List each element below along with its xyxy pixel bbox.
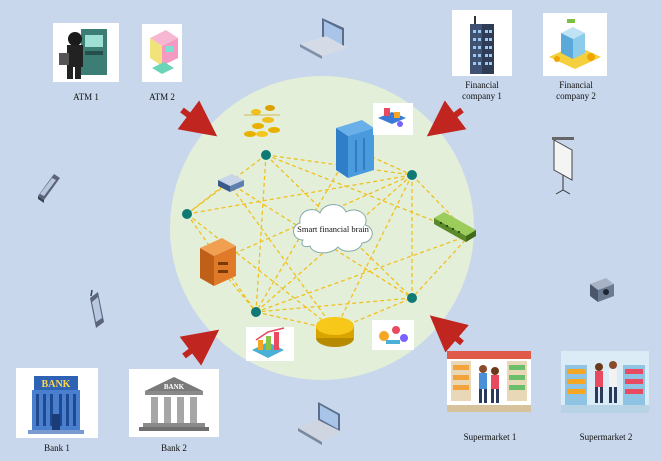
financial-company1-card bbox=[452, 10, 512, 76]
financial-company1-label-line2: company 1 bbox=[462, 91, 502, 101]
server-icon bbox=[336, 120, 374, 178]
inflow-arrows bbox=[177, 100, 469, 366]
arrow-from-bank bbox=[179, 329, 220, 366]
arrow-from-supermarket bbox=[429, 315, 469, 353]
chart-icon bbox=[252, 327, 285, 358]
atm1-card bbox=[53, 23, 119, 82]
cloud-icon bbox=[293, 204, 373, 254]
bank-columns-icon: BANK bbox=[139, 377, 209, 431]
bank1-sign: BANK bbox=[42, 379, 71, 390]
supermarket1-label: Supermarket 1 bbox=[463, 432, 517, 442]
coins-icon bbox=[244, 105, 280, 137]
office-building-icon bbox=[549, 19, 601, 69]
bank1-card: BANK bbox=[16, 368, 98, 438]
data-card bbox=[372, 320, 414, 350]
financial-company2-label-line2: company 2 bbox=[556, 91, 596, 101]
financial-company1-label-line1: Financial bbox=[465, 80, 499, 90]
network-nodes bbox=[182, 150, 417, 317]
financial-company1-label: Financial company 1 bbox=[446, 80, 518, 102]
desktop-computer-icon bbox=[300, 18, 348, 59]
bank2-card: BANK bbox=[129, 369, 219, 437]
bank1-label: Bank 1 bbox=[44, 443, 70, 453]
cell-phone-icon bbox=[90, 289, 104, 328]
projector-screen-icon bbox=[552, 137, 574, 195]
analytics-icon bbox=[378, 108, 406, 127]
supermarket2-card bbox=[561, 351, 649, 413]
router-icon bbox=[218, 174, 244, 192]
arrow-from-financial bbox=[426, 100, 467, 137]
bank2-label: Bank 2 bbox=[161, 443, 187, 453]
financial-company2-label: Financial company 2 bbox=[540, 80, 612, 102]
atm1-label: ATM 1 bbox=[73, 92, 99, 102]
mobile-phone-icon bbox=[38, 174, 60, 203]
financial-company2-card bbox=[543, 13, 607, 76]
bank2-sign: BANK bbox=[164, 383, 185, 391]
center-label: Smart financial brain bbox=[297, 224, 369, 234]
arrow-from-atm bbox=[177, 100, 218, 137]
financial-company2-label-line1: Financial bbox=[559, 80, 593, 90]
vending-icon bbox=[150, 30, 178, 74]
bank-building-icon: BANK bbox=[28, 376, 84, 434]
laptop-icon bbox=[298, 402, 342, 445]
store-shelves-icon bbox=[561, 351, 649, 413]
atm2-label: ATM 2 bbox=[149, 92, 175, 102]
switch-icon bbox=[434, 212, 476, 242]
supermarket1-card bbox=[447, 351, 531, 412]
shopping-icon bbox=[447, 351, 531, 412]
storage-server-icon bbox=[200, 238, 236, 286]
atm-icon bbox=[59, 29, 107, 79]
atm2-card bbox=[142, 24, 182, 82]
disk-icon bbox=[316, 317, 354, 347]
camera-icon bbox=[590, 278, 614, 302]
pie-chart-icon bbox=[379, 326, 408, 344]
supermarket2-label: Supermarket 2 bbox=[579, 432, 633, 442]
skyscraper-icon bbox=[470, 16, 494, 74]
